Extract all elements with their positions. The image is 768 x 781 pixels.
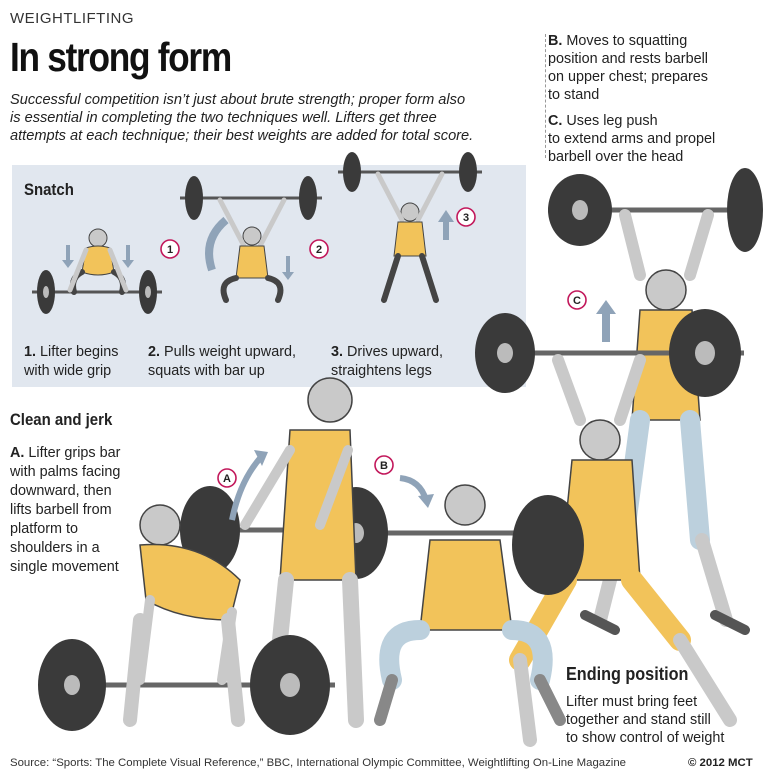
svg-text:1: 1 [167,244,173,256]
snatch-heading: Snatch [24,180,74,199]
ending-heading: Ending position [566,664,689,684]
copyright: © 2012 MCT [688,757,753,769]
divider-dashed [545,34,546,158]
clean-jerk-illustration: A B C [38,168,763,747]
cj-figure-split [475,309,744,747]
snatch-caption-2: 2. Pulls weight upward, squats with bar … [148,344,296,379]
cj-figure-crouch [38,504,335,735]
cj-badge-b: B [374,455,394,475]
arrow-b-head [418,494,434,508]
intro-line: attempts at each technique; their best w… [10,128,474,144]
intro-line: Successful competition isn’t just about … [10,92,466,108]
step-c-text: C. Uses leg push to extend arms and prop… [548,113,716,165]
snatch-badge-3: 3 [456,207,476,227]
step-bc-text: B. Moves to squatting position and rests… [548,32,758,174]
svg-text:C: C [573,295,581,307]
snatch-badge-2: 2 [309,239,329,259]
snatch-caption-1: 1. Lifter begins with wide grip [24,344,119,379]
arrow-a [229,453,265,521]
snatch-figure-3 [338,152,482,303]
step-b-text: B. Moves to squatting position and rests… [548,33,708,103]
snatch-caption-3: 3. Drives upward, straightens legs [331,344,443,379]
snatch-figure-1 [32,228,162,314]
svg-text:2: 2 [316,244,322,256]
intro-line: is essential in completing the two techn… [10,110,437,126]
cj-badge-a: A [217,468,237,488]
svg-text:3: 3 [463,212,469,224]
svg-text:A: A [223,473,231,485]
arrow-a-head [254,450,268,466]
svg-text:B: B [380,460,388,472]
intro-text: Successful competition isn’t just about … [10,91,540,145]
snatch-badge-1: 1 [160,239,180,259]
step-a-text: A. Lifter grips bar with palms facing do… [10,445,121,575]
clean-jerk-heading: Clean and jerk [10,410,113,429]
cj-badge-c: C [567,290,587,310]
snatch-illustration: 1 2 3 [32,152,482,314]
arrow-c-head [596,300,616,314]
ending-text: Lifter must bring feet together and stan… [566,694,725,746]
source-credit: Source: “Sports: The Complete Visual Ref… [10,757,627,769]
page-title: In strong form [10,34,232,80]
snatch-figure-2 [180,176,322,303]
kicker: WEIGHTLIFTING [10,10,134,27]
